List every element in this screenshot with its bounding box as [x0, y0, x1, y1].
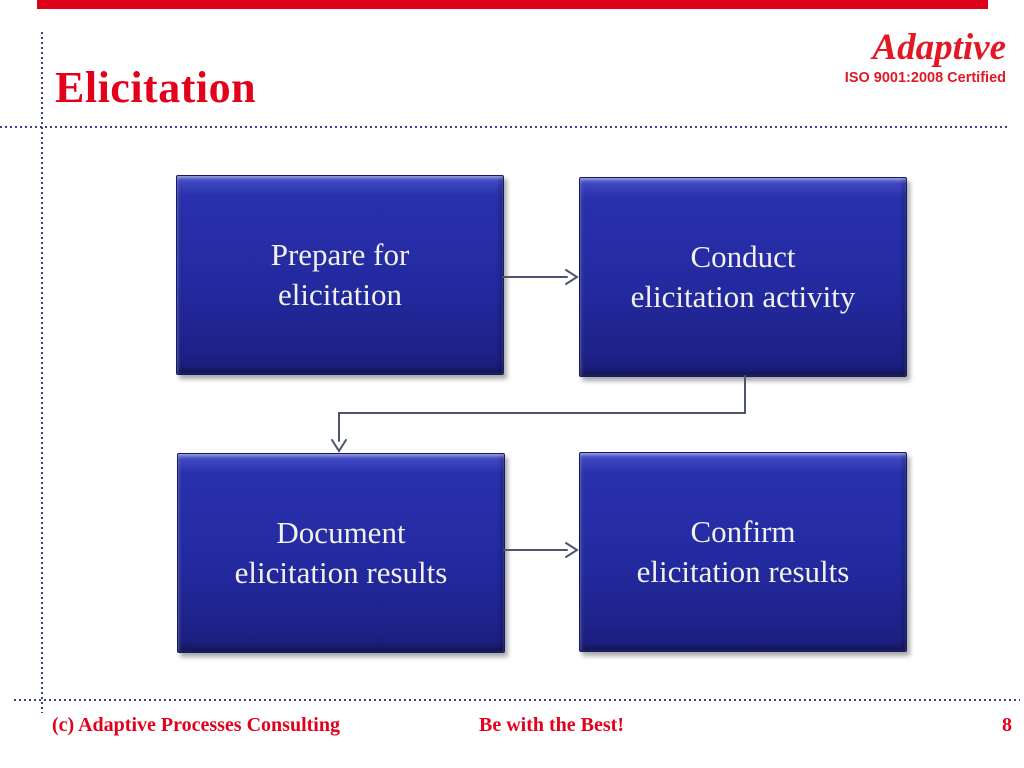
flow-node-document: Document elicitation results — [177, 453, 505, 653]
header-dotted-divider — [0, 126, 1010, 128]
footer-dotted-divider — [14, 699, 1020, 701]
flow-node-prepare: Prepare for elicitation — [176, 175, 504, 375]
footer-page-number: 8 — [1002, 714, 1012, 736]
flow-node-conduct: Conduct elicitation activity — [579, 177, 907, 377]
company-logo: Adaptive ISO 9001:2008 Certified — [746, 28, 1006, 87]
logo-wordmark: Adaptive — [872, 27, 1006, 68]
arrowhead-right-top-icon — [565, 269, 579, 285]
flow-node-label: Conduct elicitation activity — [630, 239, 856, 314]
flow-node-label: Prepare for elicitation — [270, 237, 410, 312]
connector-elbow-down — [338, 375, 746, 442]
arrowhead-down-icon — [331, 439, 347, 453]
flow-node-label: Document elicitation results — [234, 515, 448, 590]
arrowhead-right-bottom-icon — [565, 542, 579, 558]
top-accent-bar — [37, 0, 988, 9]
flow-node-label: Confirm elicitation results — [636, 514, 850, 589]
flow-node-confirm: Confirm elicitation results — [579, 452, 907, 652]
left-dotted-guide-line — [41, 32, 43, 713]
footer-tagline: Be with the Best! — [479, 714, 624, 736]
footer-copyright: (c) Adaptive Processes Consulting — [52, 714, 340, 736]
logo-certification-text: ISO 9001:2008 Certified — [844, 70, 1006, 86]
slide-title: Elicitation — [55, 63, 257, 112]
